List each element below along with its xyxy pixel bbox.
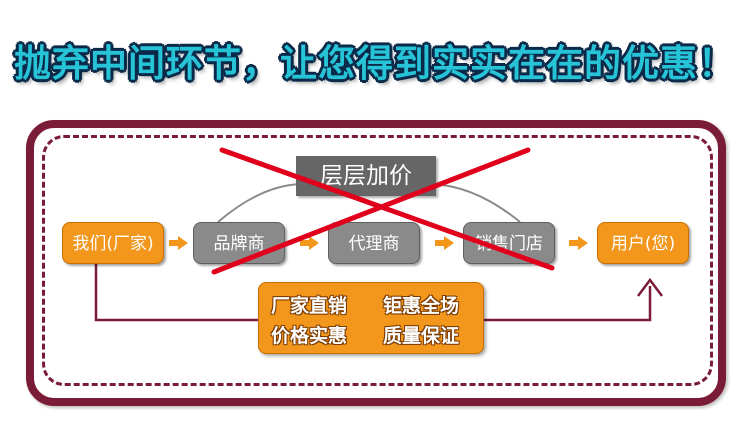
direct-route-arrowhead-icon [637,277,663,297]
promo-good-price: 价格实惠 [271,325,348,347]
node-user: 用户(您) [597,222,689,264]
markup-banner: 层层加价 [296,156,436,196]
arrow-right-icon [435,236,454,250]
promo-discount: 钜惠全场 [383,295,460,317]
arrow-right-icon [169,236,188,250]
dashed-border [42,135,713,386]
arrow-right-icon [300,236,319,250]
markup-curve-left [217,183,301,223]
arrow-right-icon [569,236,588,250]
direct-route-line [94,264,258,322]
promo-box: 厂家直销 钜惠全场 价格实惠 质量保证 [258,282,484,354]
promo-factory-direct: 厂家直销 [271,295,348,317]
promo-quality: 质量保证 [383,325,460,347]
node-factory: 我们(厂家) [62,222,164,264]
cross-stroke-1 [219,147,555,271]
cross-stroke-2 [211,147,531,275]
node-agent: 代理商 [328,222,420,264]
headline: 抛弃中间环节，让您得到实实在在的优惠！ [14,42,736,85]
direct-route-line-end [484,286,652,322]
